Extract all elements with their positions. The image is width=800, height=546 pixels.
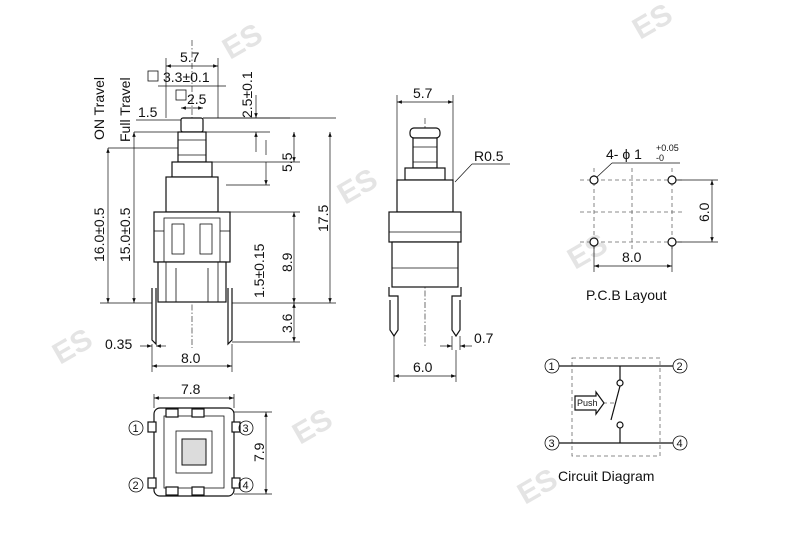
circuit-diagram-caption: Circuit Diagram — [558, 468, 654, 484]
pcb-hole — [667, 175, 677, 185]
push-label: Push — [577, 398, 598, 408]
pcb-hole — [589, 237, 599, 247]
watermark: ES — [627, 0, 678, 46]
circuit-pin-4: 4 — [677, 438, 683, 450]
full-travel-label: Full Travel — [117, 77, 133, 142]
cap-height-dimension: 2.5±0.1 — [239, 71, 255, 118]
front-pin-pitch-dimension: 8.0 — [181, 350, 201, 366]
dimension-17-5: 17.5 — [315, 205, 331, 232]
square-inner-dimension: 2.5 — [187, 91, 207, 107]
bottom-width-dimension: 7.8 — [181, 381, 201, 397]
pin-thickness-dimension: 0.35 — [105, 336, 132, 352]
circuit-pin-2: 2 — [677, 361, 683, 373]
square-outer-dimension: 3.3±0.1 — [163, 69, 210, 85]
dimension-5-5: 5.5 — [279, 152, 295, 172]
front-view: 5.7 3.3±0.1 2.5 1.5 ON Travel Full Trave… — [91, 40, 336, 372]
pcb-layout: 4- ϕ 1 +0.05 -0 6.0 8.0 P.C.B Layout — [580, 143, 718, 303]
hole-tolerance-minus: -0 — [656, 153, 664, 163]
circuit-pin-3: 3 — [549, 438, 555, 450]
pcb-vertical-dimension: 6.0 — [696, 202, 712, 222]
bottom-height-dimension: 7.9 — [251, 442, 267, 462]
pcb-layout-caption: P.C.B Layout — [586, 287, 667, 303]
watermark: ES — [332, 162, 383, 211]
bottom-pin-2: 2 — [133, 480, 139, 492]
left-offset-dimension: 1.5 — [138, 104, 158, 120]
pcb-horizontal-dimension: 8.0 — [622, 249, 642, 265]
pcb-hole — [589, 175, 599, 185]
watermark-group: ES ES ES ES ES ES ES — [47, 0, 678, 511]
watermark: ES — [562, 227, 613, 276]
bottom-pin-4: 4 — [243, 480, 249, 492]
bottom-pin-1: 1 — [133, 423, 139, 435]
bottom-view: 1 2 3 4 7.8 7.9 — [128, 381, 272, 497]
side-view: 5.7 R0.5 0.7 6.0 — [388, 85, 510, 382]
side-width-dimension: 5.7 — [413, 85, 433, 101]
dimension-8-9: 8.9 — [279, 252, 295, 272]
front-width-dimension: 5.7 — [180, 49, 200, 65]
watermark: ES — [47, 322, 98, 371]
circuit-diagram: 1 2 3 4 Push Circuit Diagram — [544, 357, 688, 484]
on-travel-label: ON Travel — [91, 77, 107, 140]
radius-dimension: R0.5 — [474, 148, 504, 164]
side-pin-pitch-dimension: 6.0 — [413, 359, 433, 375]
dimension-1-5-tol: 1.5±0.15 — [251, 243, 267, 298]
push-arrow-icon — [574, 390, 605, 416]
watermark: ES — [512, 462, 563, 511]
side-pin-width-dimension: 0.7 — [474, 330, 494, 346]
watermark: ES — [287, 402, 338, 451]
watermark: ES — [217, 17, 268, 66]
circuit-pin-1: 1 — [549, 361, 555, 373]
pcb-hole — [667, 237, 677, 247]
hole-callout: 4- ϕ 1 — [606, 146, 642, 162]
bottom-pin-3: 3 — [243, 423, 249, 435]
height-15-dimension: 15.0±0.5 — [117, 207, 133, 262]
height-16-dimension: 16.0±0.5 — [91, 207, 107, 262]
hole-tolerance-plus: +0.05 — [656, 143, 679, 153]
dimension-3-6: 3.6 — [279, 313, 295, 333]
